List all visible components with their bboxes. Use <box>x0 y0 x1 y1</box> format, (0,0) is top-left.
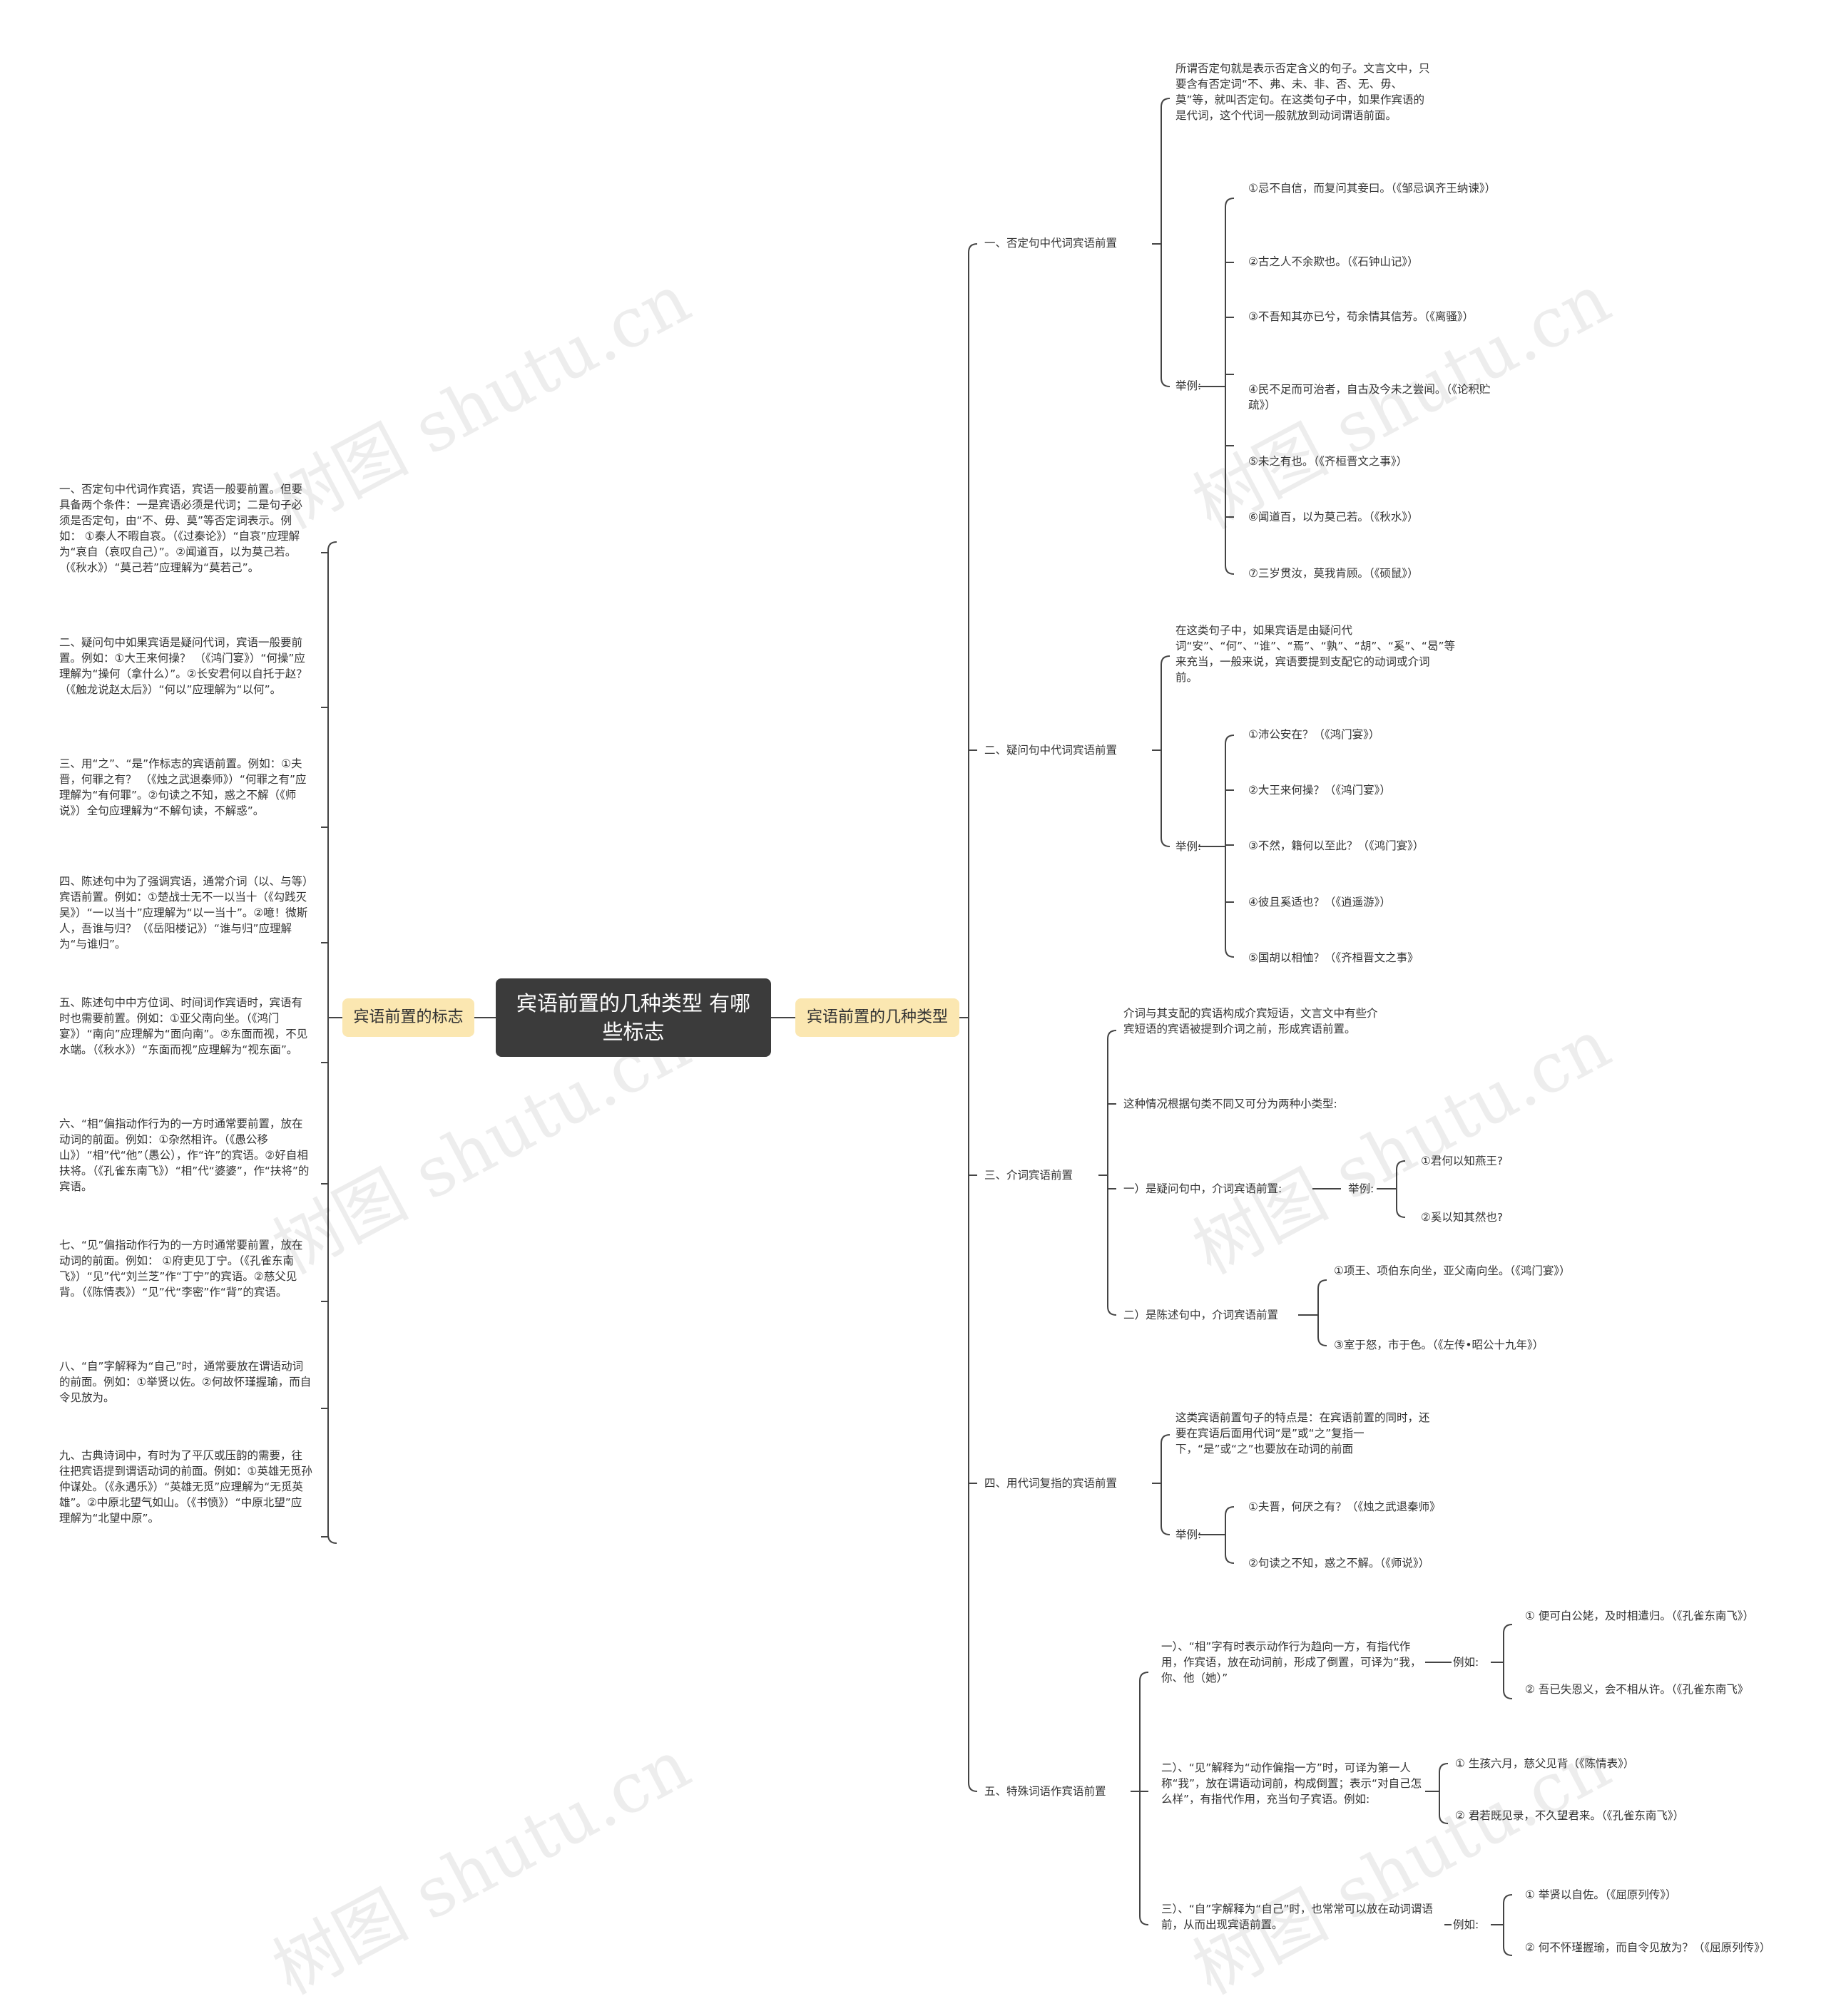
example-item[interactable]: ① 便可白公姥，及时相遣归。（《孔雀东南飞》） <box>1525 1610 1755 1622</box>
branch-preposition-desc2[interactable]: 这种情况根据句类不同又可分为两种小类型: <box>1123 1097 1337 1110</box>
left-item[interactable]: 六、“相”偏指动作行为的一方时通常要前置，放在动词的前面。例如：①杂然相许。（《… <box>59 1117 310 1193</box>
example-item[interactable]: ①夫晋，何厌之有？（《烛之武退秦师》 <box>1248 1500 1441 1513</box>
sub-jian-label[interactable]: 二）、“见”解释为“动作偏指一方”时，可译为第一人称“我”，放在谓语动词前，构成… <box>1161 1761 1422 1806</box>
example-item[interactable]: ①沛公安在？（《鸿门宴》） <box>1248 728 1380 741</box>
sub-xiang-label[interactable]: 一）、“相”字有时表示动作行为趋向一方，有指代作用，作宾语，放在动词前，形成了倒… <box>1161 1640 1422 1684</box>
example-item[interactable]: ②句读之不知，惑之不解。（《师说》） <box>1248 1557 1430 1570</box>
left-bracket <box>327 541 342 1544</box>
left-item[interactable]: 四、陈述句中为了强调宾语，通常介词（以、与等）宾语前置。例如：①楚战士无不一以当… <box>59 875 308 951</box>
branch-negative-desc[interactable]: 所谓否定句就是表示否定含义的句子。文言文中，只要含有否定词“不、弗、未、非、否、… <box>1175 62 1430 122</box>
example-item[interactable]: ②大王来何操？（《鸿门宴》） <box>1248 784 1391 797</box>
example-item[interactable]: ③不然，籍何以至此？（《鸿门宴》） <box>1248 839 1424 852</box>
sub-xiang-example-label[interactable]: 例如: <box>1453 1656 1479 1669</box>
branch-negative-example-label[interactable]: 举例: <box>1175 379 1202 392</box>
sub-zi-example-label[interactable]: 例如: <box>1453 1918 1479 1931</box>
sub-question-example-label[interactable]: 举例: <box>1348 1182 1374 1195</box>
example-item[interactable]: ① 生孩六月，慈父见背（《陈情表》） <box>1455 1757 1635 1770</box>
left-item[interactable]: 八、“自”字解释为“自己”时，通常要放在谓语动词的前面。例如：①举贤以佐。②何故… <box>59 1360 312 1404</box>
example-item[interactable]: ②奚以知其然也? <box>1421 1211 1504 1224</box>
left-item[interactable]: 五、陈述句中中方位词、时间词作宾语时，宾语有时也需要前置。例如：①亚父南向坐。（… <box>59 996 308 1056</box>
left-item[interactable]: 二、疑问句中如果宾语是疑问代词，宾语一般要前置。例如：①大王来何操？ （《鸿门宴… <box>59 636 307 696</box>
branch-pronoun-label[interactable]: 四、用代词复指的宾语前置 <box>984 1477 1118 1490</box>
example-item[interactable]: ①项王、项伯东向坐，亚父南向坐。（《鸿门宴》） <box>1334 1264 1571 1277</box>
example-item[interactable]: ②古之人不余欺也。（《石钟山记》） <box>1248 255 1419 268</box>
sub-question-label[interactable]: 一）是疑问句中，介词宾语前置: <box>1123 1182 1282 1195</box>
example-item[interactable]: ⑦三岁贯汝，莫我肯顾。（《硕鼠》） <box>1248 567 1419 580</box>
left-item[interactable]: 七、“见”偏指动作行为的一方时通常要前置，放在动词的前面。例如： ①府吏见丁宁。… <box>59 1239 303 1299</box>
branch-preposition-desc[interactable]: 介词与其支配的宾语构成介宾短语，文言文中有些介宾短语的宾语被提到介词之前，形成宾… <box>1123 1007 1378 1035</box>
example-item[interactable]: ①忌不自信，而复问其妾曰。（《邹忌讽齐王纳谏》） <box>1248 182 1496 195</box>
left-main-node[interactable]: 宾语前置的标志 <box>342 998 474 1037</box>
left-item[interactable]: 三、用“之”、“是”作标志的宾语前置。例如：①夫晋，何罪之有？ （《烛之武退秦师… <box>59 757 307 817</box>
branch-preposition-label[interactable]: 三、介词宾语前置 <box>984 1169 1073 1182</box>
example-item[interactable]: ② 君若既见录，不久望君来。（《孔雀东南飞》） <box>1455 1809 1685 1822</box>
example-item[interactable]: ⑤国胡以相恤？（《齐桓晋文之事》 <box>1248 951 1419 964</box>
example-item[interactable]: ① 举贤以自佐。（《屈原列传》） <box>1525 1888 1677 1901</box>
branch-question-example-label[interactable]: 举例: <box>1175 840 1202 853</box>
example-item[interactable]: ④民不足而可治者，自古及今未之尝闻。（《论积贮疏》） <box>1248 383 1491 411</box>
example-item[interactable]: ② 何不怀瑾握瑜，而自令见放为？（《屈原列传》） <box>1525 1941 1771 1954</box>
example-item[interactable]: ④彼且奚适也？（《逍遥游》） <box>1248 896 1391 909</box>
branch-pronoun-example-label[interactable]: 举例: <box>1175 1528 1202 1541</box>
example-item[interactable]: ①君何以知燕王? <box>1421 1155 1504 1167</box>
branch-pronoun-desc[interactable]: 这类宾语前置句子的特点是：在宾语前置的同时，还要在宾语后面用代词“是”或“之”复… <box>1175 1411 1430 1455</box>
sub-declarative-label[interactable]: 二）是陈述句中，介词宾语前置 <box>1123 1309 1279 1321</box>
example-item[interactable]: ⑤未之有也。（《齐桓晋文之事》） <box>1248 455 1408 468</box>
branch-negative-label[interactable]: 一、否定句中代词宾语前置 <box>984 237 1118 250</box>
example-item[interactable]: ③室于怒，市于色。（《左传•昭公十九年》） <box>1334 1339 1544 1351</box>
branch-question-desc[interactable]: 在这类句子中，如果宾语是由疑问代词“安”、“何”、“谁”、“焉”、“孰”、“胡”… <box>1175 624 1455 684</box>
example-item[interactable]: ⑥闻道百，以为莫己若。（《秋水》） <box>1248 511 1419 523</box>
example-item[interactable]: ② 吾已失恩义，会不相从许。（《孔雀东南飞》 <box>1525 1683 1749 1696</box>
example-item[interactable]: ③不吾知其亦已兮，苟余情其信芳。（《离骚》） <box>1248 310 1474 323</box>
branch-special-label[interactable]: 五、特殊词语作宾语前置 <box>984 1785 1106 1798</box>
root-node[interactable]: 宾语前置的几种类型 有哪些标志 <box>496 978 771 1057</box>
left-item[interactable]: 一、否定句中代词作宾语，宾语一般要前置。但要具备两个条件：一是宾语必须是代词；二… <box>59 483 303 574</box>
sub-zi-label[interactable]: 三）、“自”字解释为“自己”时，也常常可以放在动词谓语前，从而出现宾语前置。 <box>1161 1903 1433 1931</box>
left-item[interactable]: 九、古典诗词中，有时为了平仄或压韵的需要，往往把宾语提到谓语动词的前面。例如：①… <box>59 1449 312 1525</box>
right-main-node[interactable]: 宾语前置的几种类型 <box>795 998 959 1037</box>
branch-question-label[interactable]: 二、疑问句中代词宾语前置 <box>984 744 1118 757</box>
right-bracket <box>959 243 978 1792</box>
